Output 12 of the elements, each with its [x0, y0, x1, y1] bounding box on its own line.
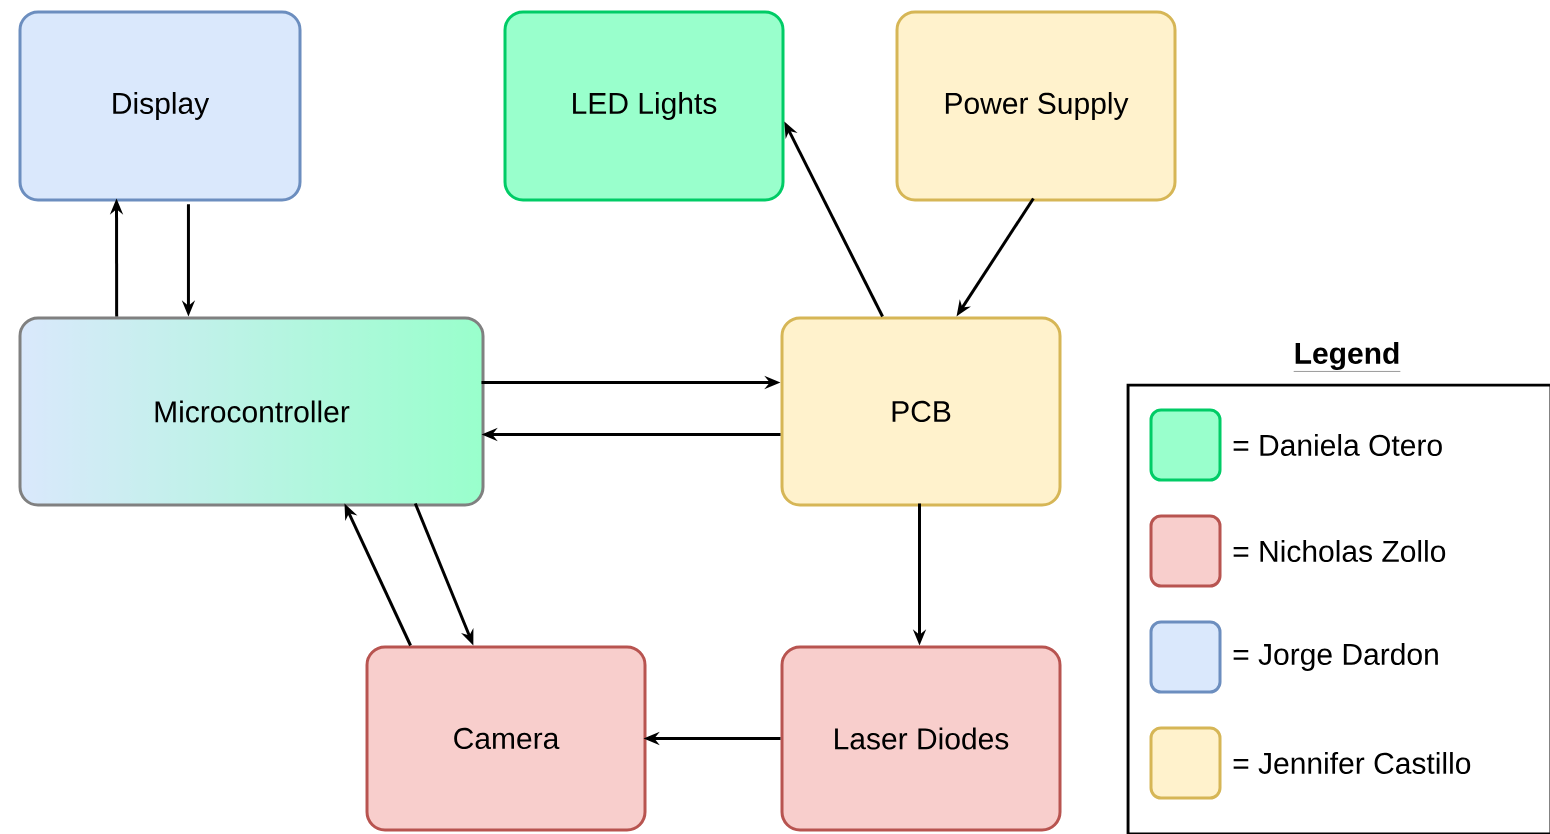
block-box: Display	[18, 10, 302, 202]
block-box: Power Supply	[895, 10, 1177, 202]
legend-text: = Jennifer Castillo	[1233, 752, 1471, 774]
block-box: LED Lights	[503, 10, 785, 202]
block-box: Camera	[365, 645, 647, 832]
legend-title: Legend	[1293, 341, 1401, 372]
legend-text: = Nicholas Zollo	[1233, 540, 1446, 562]
block-box: Microcontroller	[18, 316, 485, 507]
block-box: Laser Diodes	[780, 645, 1062, 832]
block-box: PCB	[780, 316, 1062, 507]
legend-text: = Jorge Dardon	[1233, 643, 1438, 671]
legend-text: = Daniela Otero	[1233, 434, 1442, 456]
